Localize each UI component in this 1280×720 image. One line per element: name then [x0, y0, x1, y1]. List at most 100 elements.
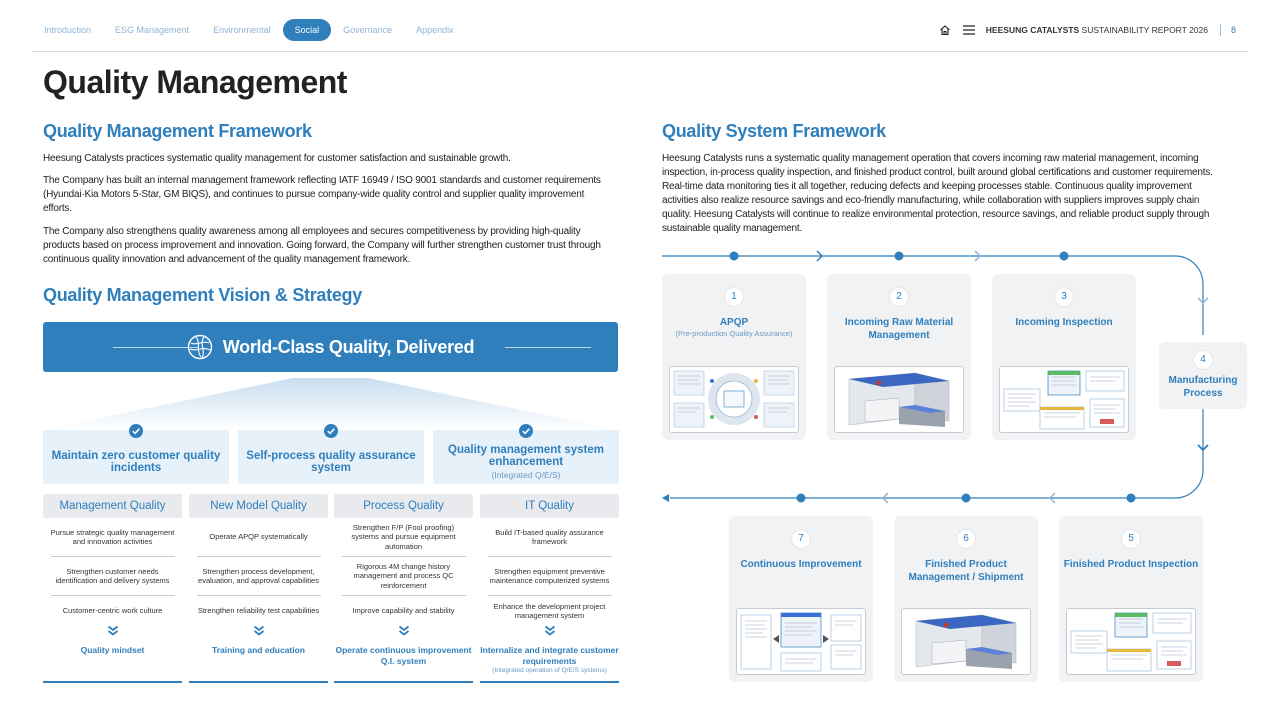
tab-appendix[interactable]: Appendix: [416, 25, 454, 35]
strategy-column-process-quality: Process Quality Strengthen F/P (Fool pro…: [334, 494, 473, 683]
framework-title: Quality Management Framework: [43, 121, 312, 141]
process-step-2: 2 Incoming Raw Material Management: [827, 274, 971, 440]
strategy-result-sub: (Integrated operation of Q/E/S systems): [492, 667, 607, 674]
tab-environmental[interactable]: Environmental: [213, 25, 271, 35]
double-chevron-down-icon: [107, 625, 118, 636]
brand-name: HEESUNG CATALYSTS: [985, 25, 1080, 35]
step-label: Incoming Inspection: [1015, 317, 1113, 328]
process-step-5: 5 Finished Product Inspection: [1059, 516, 1203, 682]
strategy-item: Strengthen F/P (Fool proofing) systems a…: [341, 518, 466, 557]
step-number: 4: [1194, 351, 1212, 369]
double-chevron-down-icon: [544, 625, 555, 636]
strategy-item: Enhance the development project manageme…: [493, 601, 606, 621]
process-step-1: 1 APQP(Pre-production Quality Assurance): [662, 274, 806, 440]
step-label: APQP(Pre-production Quality Assurance): [666, 316, 802, 339]
strategy-underline: [480, 681, 619, 683]
inspection-system-thumbnail: [999, 366, 1129, 433]
check-icon: [129, 424, 143, 438]
strategy-column-header: Process Quality: [334, 494, 473, 518]
section-nav: Introduction ESG Management Environmenta…: [32, 19, 466, 41]
step-number: 7: [792, 530, 810, 548]
system-framework-paragraph: Heesung Catalysts runs a systematic qual…: [662, 153, 1213, 234]
step-label: Incoming Raw Material Management: [844, 317, 954, 341]
goal-card-1: Maintain zero customer quality incidents: [43, 424, 229, 484]
tab-esg-management[interactable]: ESG Management: [115, 25, 190, 35]
double-chevron-down-icon: [398, 625, 409, 636]
step-number: 2: [890, 288, 908, 306]
tab-introduction[interactable]: Introduction: [44, 25, 92, 35]
strategy-column-it-quality: IT Quality Build IT-based quality assura…: [480, 494, 619, 683]
goal-card-3: Quality management system enhancement(In…: [433, 424, 619, 484]
improvement-diagram-thumbnail: [736, 608, 866, 675]
step-label: Finished Product Inspection: [1063, 559, 1199, 570]
warehouse-thumbnail: [901, 608, 1031, 675]
vision-banner: World-Class Quality, Delivered: [43, 322, 618, 372]
strategy-item: Strengthen customer needs identification…: [50, 557, 175, 596]
strategy-item: Operate APQP systematically: [196, 518, 321, 557]
goal-label: Quality management system enhancement(In…: [433, 444, 619, 481]
tab-social[interactable]: Social: [282, 19, 332, 41]
strategy-item: Rigorous 4M change history management an…: [341, 557, 466, 596]
step-sublabel: (Pre-production Quality Assurance): [675, 329, 793, 338]
banner-line-right: [505, 347, 591, 348]
check-icon: [324, 424, 338, 438]
strategy-item: Improve capability and stability: [352, 606, 455, 616]
strategy-column-management-quality: Management Quality Pursue strategic qual…: [43, 494, 182, 683]
strategy-column-header: New Model Quality: [189, 494, 328, 518]
framework-paragraph-1: Heesung Catalysts practices systematic q…: [43, 153, 511, 164]
process-step-7: 7 Continuous Improvement: [729, 516, 873, 682]
menu-icon[interactable]: [962, 23, 976, 37]
strategy-item: Strengthen reliability test capabilities: [197, 606, 320, 616]
strategy-result: Training and education: [211, 645, 306, 655]
framework-paragraph-3: The Company also strengthens quality awa…: [43, 226, 601, 265]
apqp-diagram-thumbnail: [669, 366, 799, 433]
step-label: Manufacturing Process: [1168, 375, 1238, 399]
strategy-item: Strengthen process development, evaluati…: [196, 557, 321, 596]
process-flow-connector: [662, 250, 1209, 504]
vision-fan-graphic: [43, 378, 618, 430]
step-number: 5: [1122, 530, 1140, 548]
warehouse-thumbnail: [834, 366, 964, 433]
goal-label: Self-process quality assurance system: [246, 450, 416, 474]
page-number: 8: [1230, 25, 1236, 35]
strategy-result: Internalize and integrate customer requi…: [480, 645, 619, 677]
step-label: Finished Product Management / Shipment: [908, 559, 1024, 583]
step-number: 6: [957, 530, 975, 548]
report-brand: HEESUNG CATALYSTS SUSTAINABILITY REPORT …: [986, 25, 1208, 35]
process-step-4: 4 Manufacturing Process: [1159, 342, 1247, 409]
header-divider: [1219, 24, 1221, 36]
step-number: 1: [725, 288, 743, 306]
page-title: Quality Management: [43, 64, 347, 100]
strategy-item: Strengthen equipment preventive maintena…: [487, 557, 612, 596]
step-number: 3: [1055, 288, 1073, 306]
strategy-item: Pursue strategic quality management and …: [50, 518, 175, 557]
tab-governance[interactable]: Governance: [343, 25, 393, 35]
strategy-underline: [334, 681, 473, 683]
strategy-column-new-model-quality: New Model Quality Operate APQP systemati…: [189, 494, 328, 683]
check-icon: [519, 424, 533, 438]
goal-label: Maintain zero customer quality incidents: [51, 450, 221, 474]
process-step-6: 6 Finished Product Management / Shipment: [894, 516, 1038, 682]
system-framework-title: Quality System Framework: [662, 121, 886, 141]
strategy-underline: [189, 681, 328, 683]
step-label: Continuous Improvement: [740, 559, 862, 570]
header-right: HEESUNG CATALYSTS SUSTAINABILITY REPORT …: [938, 22, 1236, 38]
report-name: SUSTAINABILITY REPORT 2026: [1081, 25, 1208, 35]
strategy-result: Operate continuous improvement Q.I. syst…: [335, 645, 472, 666]
strategy-underline: [43, 681, 182, 683]
double-chevron-down-icon: [253, 625, 264, 636]
home-icon[interactable]: [938, 23, 952, 37]
strategy-column-header: IT Quality: [480, 494, 619, 518]
vision-statement: World-Class Quality, Delivered: [222, 336, 475, 357]
process-step-3: 3 Incoming Inspection: [992, 274, 1136, 440]
vision-title: Quality Management Vision & Strategy: [43, 285, 362, 305]
strategy-result: Quality mindset: [80, 645, 145, 655]
banner-line-left: [113, 347, 199, 348]
header-divider-line: [32, 51, 1248, 52]
strategy-column-header: Management Quality: [43, 494, 182, 518]
goal-sublabel: (Integrated Q/E/S): [491, 470, 561, 480]
inspection-system-thumbnail: [1066, 608, 1196, 675]
strategy-item: Build IT-based quality assurance framewo…: [487, 518, 612, 557]
goal-card-2: Self-process quality assurance system: [238, 424, 424, 484]
strategy-item: Customer-centric work culture: [62, 606, 163, 616]
